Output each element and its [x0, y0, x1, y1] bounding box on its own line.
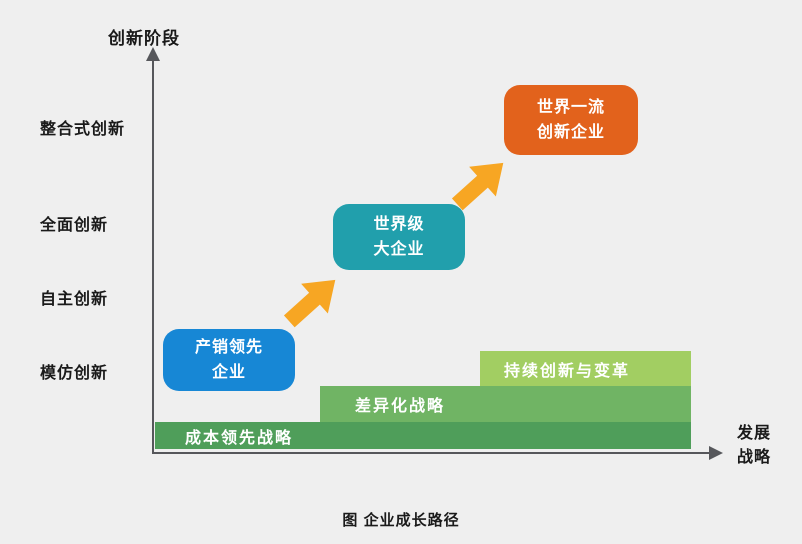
x-axis-arrowhead-icon — [709, 446, 723, 460]
y-axis-title: 创新阶段 — [108, 29, 180, 48]
y-axis-line — [152, 60, 154, 454]
x-axis-title-line2: 战略 — [737, 449, 772, 466]
x-axis-title: 发展 战略 — [737, 422, 771, 470]
box-world-class-large-enterprise: 世界级 大企业 — [333, 204, 465, 270]
box-label-line1: 世界级 — [373, 216, 425, 233]
box-label-line1: 世界一流 — [536, 99, 605, 116]
y-axis-label-imitation-innovation: 模仿创新 — [40, 365, 109, 382]
y-axis-arrowhead-icon — [146, 47, 160, 61]
bar-continuous-innovation-change: 持续创新与变革 — [480, 351, 691, 386]
bar-label: 成本领先战略 — [185, 429, 294, 447]
bar-label: 持续创新与变革 — [504, 362, 631, 380]
y-axis-label-independent-innovation: 自主创新 — [40, 291, 109, 308]
box-label-line2: 大企业 — [373, 241, 425, 258]
box-label-line2: 创新企业 — [536, 124, 605, 141]
growth-arrow-icon — [283, 279, 336, 328]
box-world-first-class-innovative-enterprise: 世界一流 创新企业 — [504, 85, 638, 155]
x-axis-title-line1: 发展 — [737, 425, 772, 442]
box-production-sales-leading-enterprise: 产销领先 企业 — [163, 329, 295, 391]
bar-differentiation-strategy: 差异化战略 — [320, 386, 691, 422]
bar-cost-leadership-strategy: 成本领先战略 — [155, 422, 691, 449]
box-label-line2: 企业 — [211, 364, 246, 381]
figure-caption: 图 企业成长路径 — [342, 512, 460, 529]
box-label-line1: 产销领先 — [194, 339, 263, 356]
y-axis-label-integrated-innovation: 整合式创新 — [40, 121, 126, 138]
growth-arrow-icon — [451, 162, 504, 211]
bar-label: 差异化战略 — [355, 398, 446, 415]
y-axis-label-total-innovation: 全面创新 — [40, 217, 109, 234]
x-axis-line — [152, 452, 712, 454]
